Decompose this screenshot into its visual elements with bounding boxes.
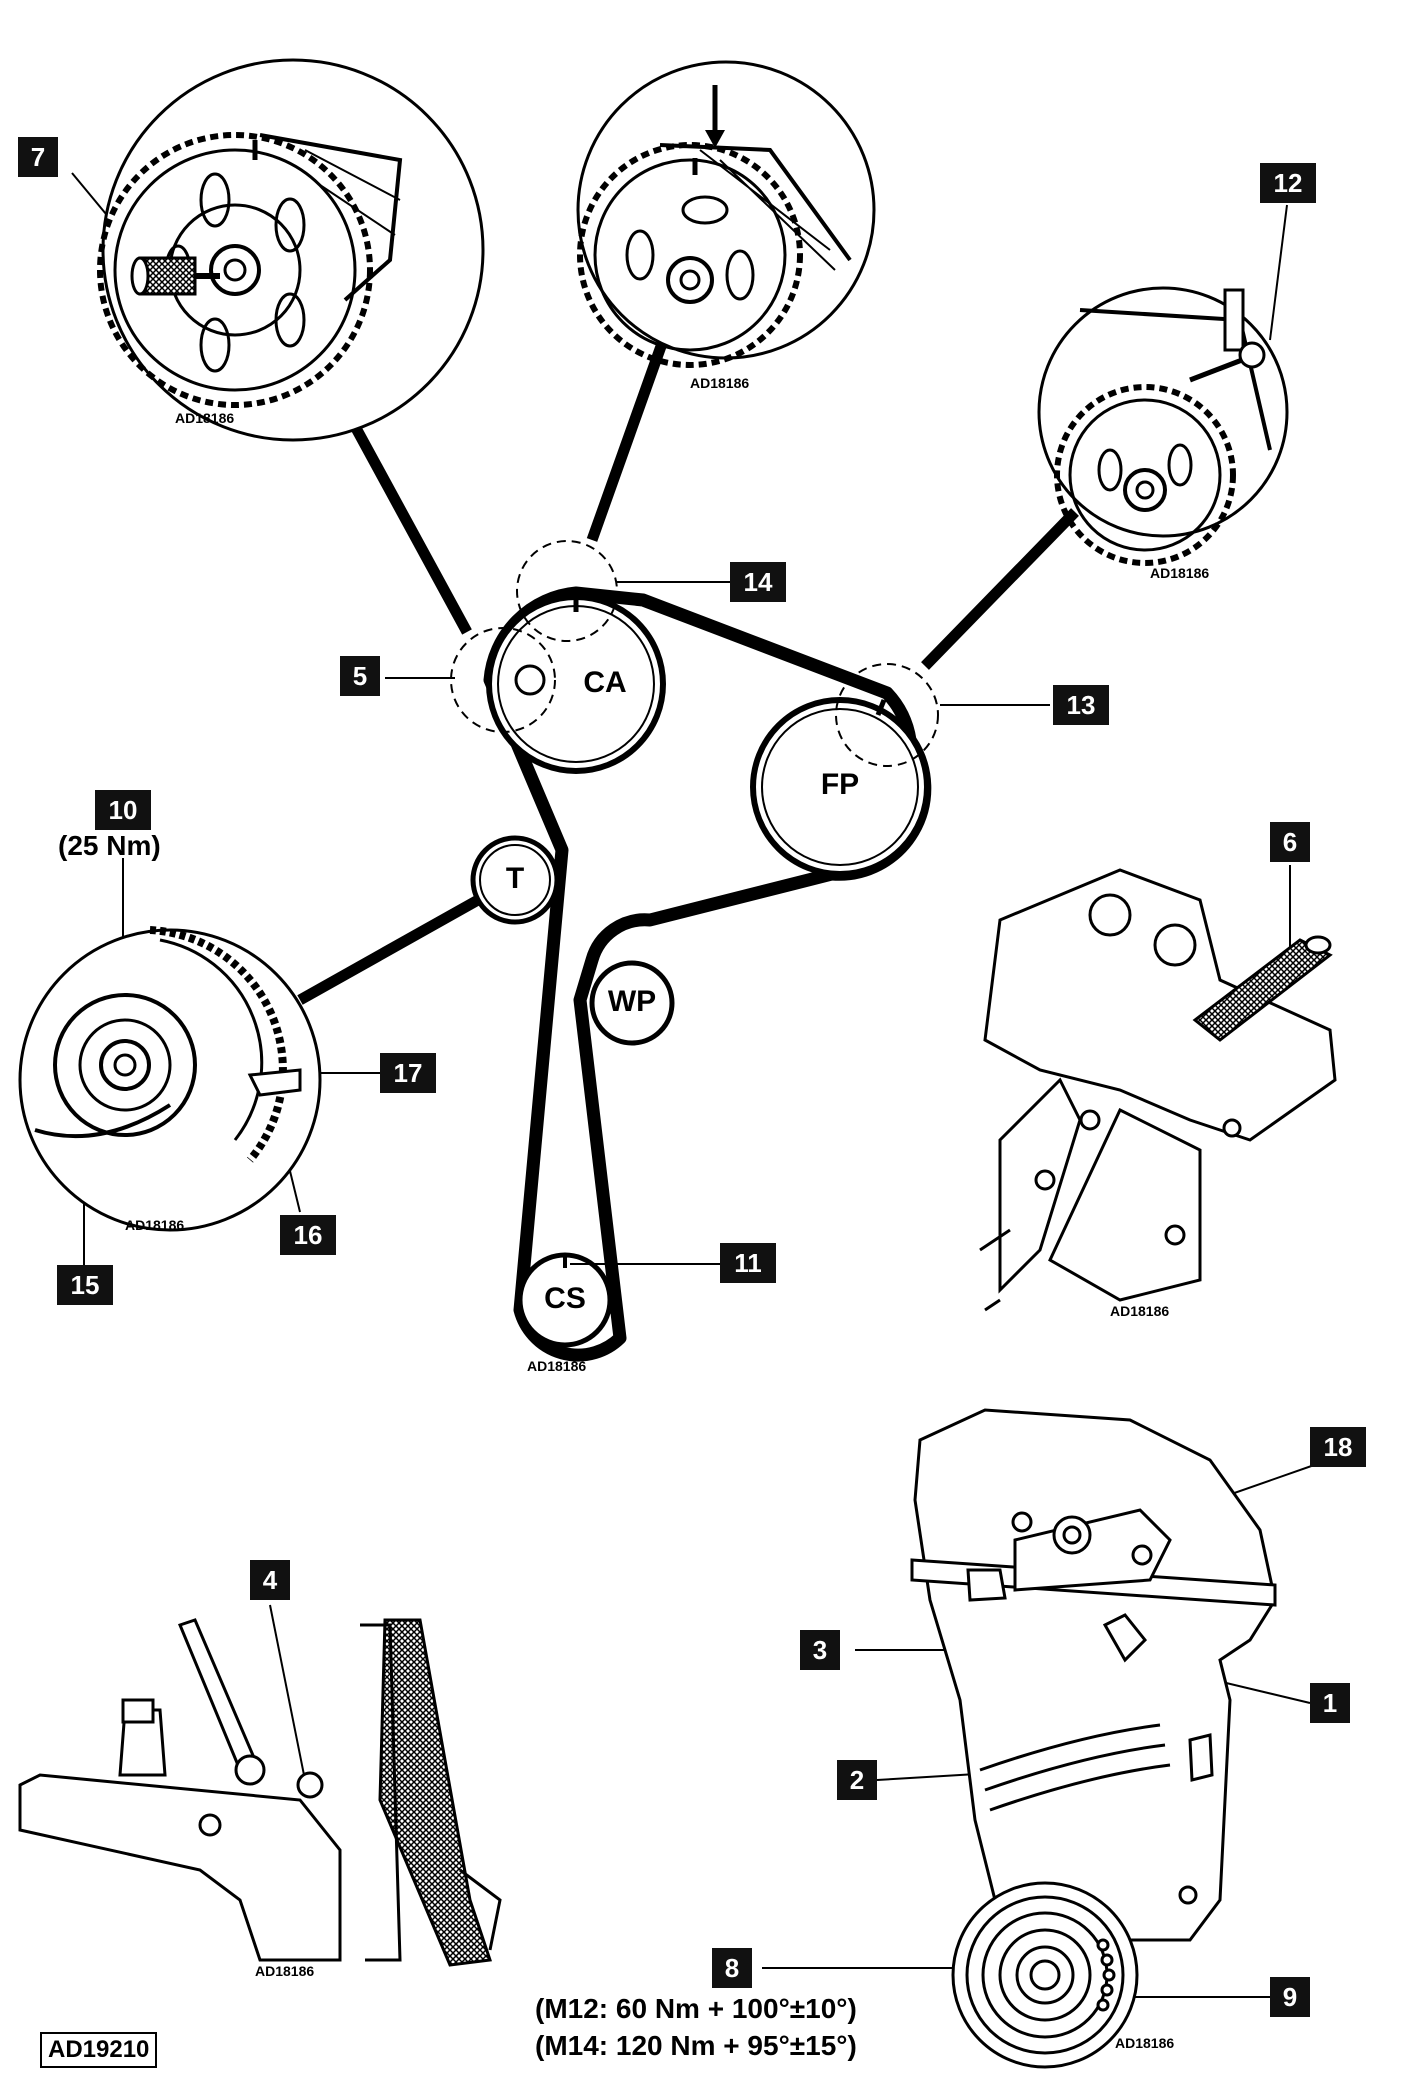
- callout-1: 1: [1310, 1683, 1350, 1723]
- label-camshaft-pulley: CA: [583, 666, 627, 699]
- fuel-pump-pulley: [750, 697, 930, 877]
- detail-fuel-pump-locking: [1037, 286, 1289, 566]
- callout-4: 4: [250, 1560, 290, 1600]
- detail-connectors: [297, 333, 1079, 1005]
- callout-9: 9: [1270, 1977, 1310, 2017]
- label-water-pump-pulley: WP: [607, 985, 657, 1018]
- callout-17: 17: [380, 1053, 436, 1093]
- water-pump-pulley: [589, 960, 675, 1046]
- callout-7: 7: [18, 137, 58, 177]
- code-detail-4: AD18186: [255, 1963, 315, 1979]
- code-detail-14: AD18186: [690, 375, 750, 391]
- detail-flywheel-locking: [18, 1618, 502, 1967]
- crankshaft-pulley: [517, 1252, 613, 1348]
- callout-5: 5: [340, 656, 380, 696]
- label-fuel-pump-pulley: FP: [820, 768, 860, 801]
- detail-markers: [450, 540, 939, 767]
- torque-m14: (M14: 120 Nm + 95°±15°): [535, 2030, 857, 2061]
- code-detail-tensioner: AD18186: [125, 1217, 185, 1233]
- callout-11: 11: [720, 1243, 776, 1283]
- callout-10: 10: [95, 790, 151, 830]
- detail-timing-cover: [910, 1408, 1277, 2069]
- callout-2: 2: [837, 1760, 877, 1800]
- detail-tensioner: [18, 926, 322, 1232]
- code-belt: AD18186: [527, 1358, 587, 1374]
- label-tensioner-pulley: T: [505, 862, 525, 895]
- callout-14: 14: [730, 562, 786, 602]
- tensioner-pulley: [470, 835, 560, 925]
- callout-8: 8: [712, 1948, 752, 1988]
- detail-camshaft-locking-pin: [97, 58, 485, 442]
- code-detail-cover: AD18186: [1115, 2035, 1175, 2051]
- callout-12: 12: [1260, 163, 1316, 203]
- detail-camshaft-timing-mark: [576, 60, 876, 368]
- callout-3: 3: [800, 1630, 840, 1670]
- callout-6: 6: [1270, 822, 1310, 862]
- code-detail-6: AD18186: [1110, 1303, 1170, 1319]
- camshaft-pulley: [486, 594, 666, 774]
- figure-code: AD19210: [40, 2032, 158, 2068]
- label-crankshaft-pulley: CS: [544, 1282, 586, 1315]
- callout-16: 16: [280, 1215, 336, 1255]
- torque-tensioner: (25 Nm): [58, 830, 161, 861]
- code-detail-7: AD18186: [175, 410, 235, 426]
- callout-18: 18: [1310, 1427, 1366, 1467]
- callout-13: 13: [1053, 685, 1109, 725]
- torque-m12: (M12: 60 Nm + 100°±10°): [535, 1993, 857, 2024]
- detail-crankshaft-locking-pin: [979, 868, 1337, 1312]
- code-detail-12: AD18186: [1150, 565, 1210, 581]
- callout-15: 15: [57, 1265, 113, 1305]
